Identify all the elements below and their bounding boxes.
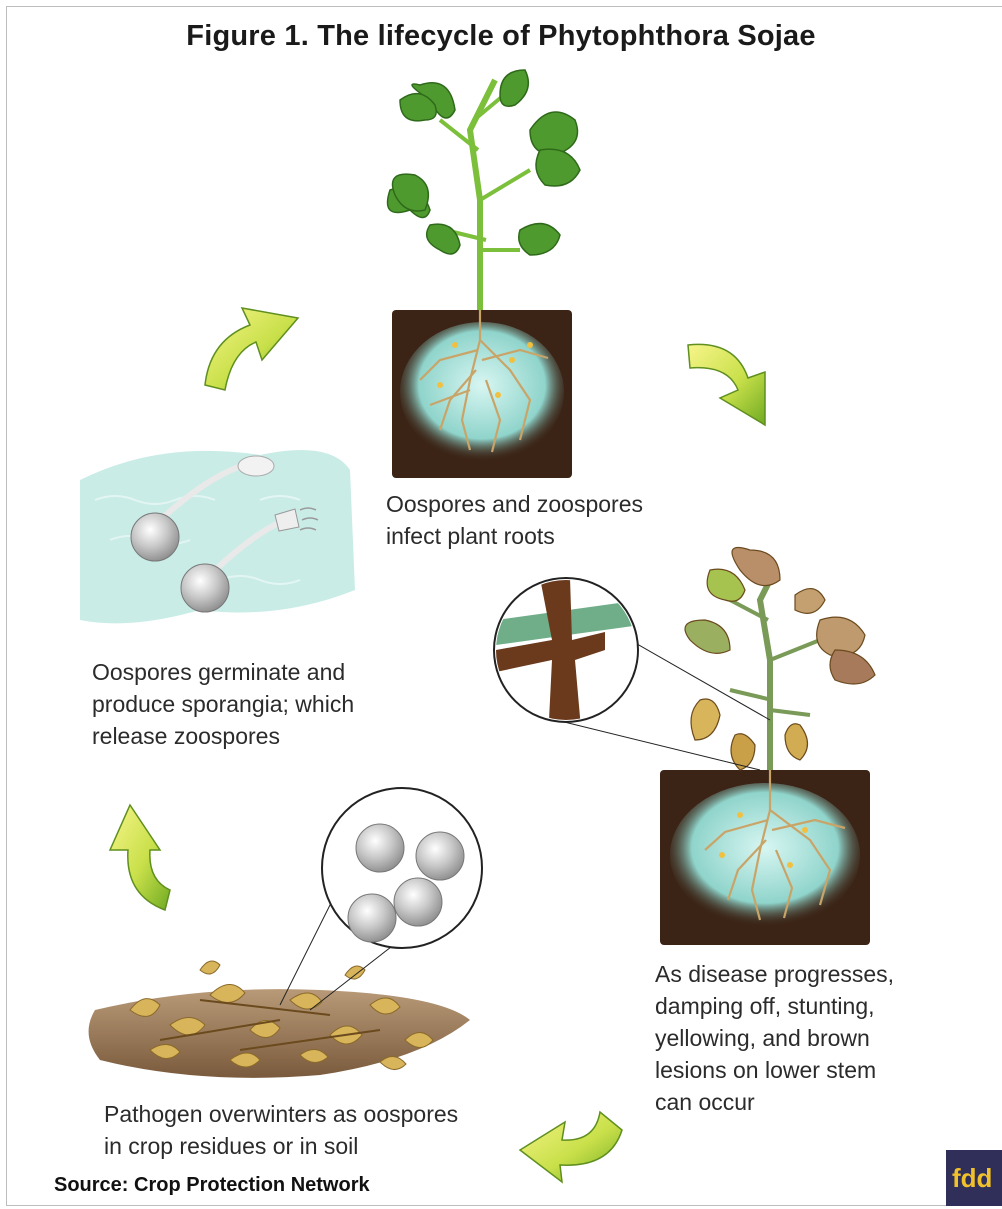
brand-badge: fdd [946, 1150, 1002, 1206]
oospore-zoom-2 [416, 832, 464, 880]
arrow-disease-to-overwinter [520, 1112, 622, 1182]
oospore-zoom-1 [356, 824, 404, 872]
diseased-plant [494, 548, 875, 946]
root-water-right [670, 783, 860, 927]
caption-infect-line-1: Oospores and zoospores [386, 488, 643, 520]
caption-disease-line-4: lesions on lower stem [655, 1054, 894, 1086]
caption-germinate-line-1: Oospores germinate and [92, 656, 354, 688]
caption-disease-line-3: yellowing, and brown [655, 1022, 894, 1054]
caption-germinate-line-3: release zoospores [92, 720, 354, 752]
caption-overwinter-line-1: Pathogen overwinters as oospores [104, 1098, 458, 1130]
oospore-zoom-lens [280, 788, 482, 1010]
caption-overwinter-line-2: in crop residues or in soil [104, 1130, 458, 1162]
stem-zoom-lens [494, 578, 770, 770]
oospore-large-1 [131, 513, 179, 561]
caption-germinate: Oospores germinate and produce sporangia… [92, 656, 354, 752]
caption-disease: As disease progresses, damping off, stun… [655, 958, 894, 1118]
leaves-right [685, 548, 875, 771]
oospore-zoom-3 [348, 894, 396, 942]
oospore-large-2 [181, 564, 229, 612]
healthy-plant [388, 70, 581, 478]
caption-disease-line-2: damping off, stunting, [655, 990, 894, 1022]
caption-germinate-line-2: produce sporangia; which [92, 688, 354, 720]
arrow-overwinter-to-germinate [110, 805, 170, 910]
arrow-infect-to-disease [688, 344, 765, 425]
caption-disease-line-1: As disease progresses, [655, 958, 894, 990]
caption-overwinter: Pathogen overwinters as oospores in crop… [104, 1098, 458, 1162]
oospore-zoom-4 [394, 878, 442, 926]
arrow-germinate-to-infect [205, 308, 298, 390]
caption-infect-line-2: infect plant roots [386, 520, 643, 552]
zoospore-water [80, 450, 355, 623]
caption-disease-line-5: can occur [655, 1086, 894, 1118]
source-credit: Source: Crop Protection Network [54, 1174, 370, 1197]
caption-infect: Oospores and zoospores infect plant root… [386, 488, 643, 552]
